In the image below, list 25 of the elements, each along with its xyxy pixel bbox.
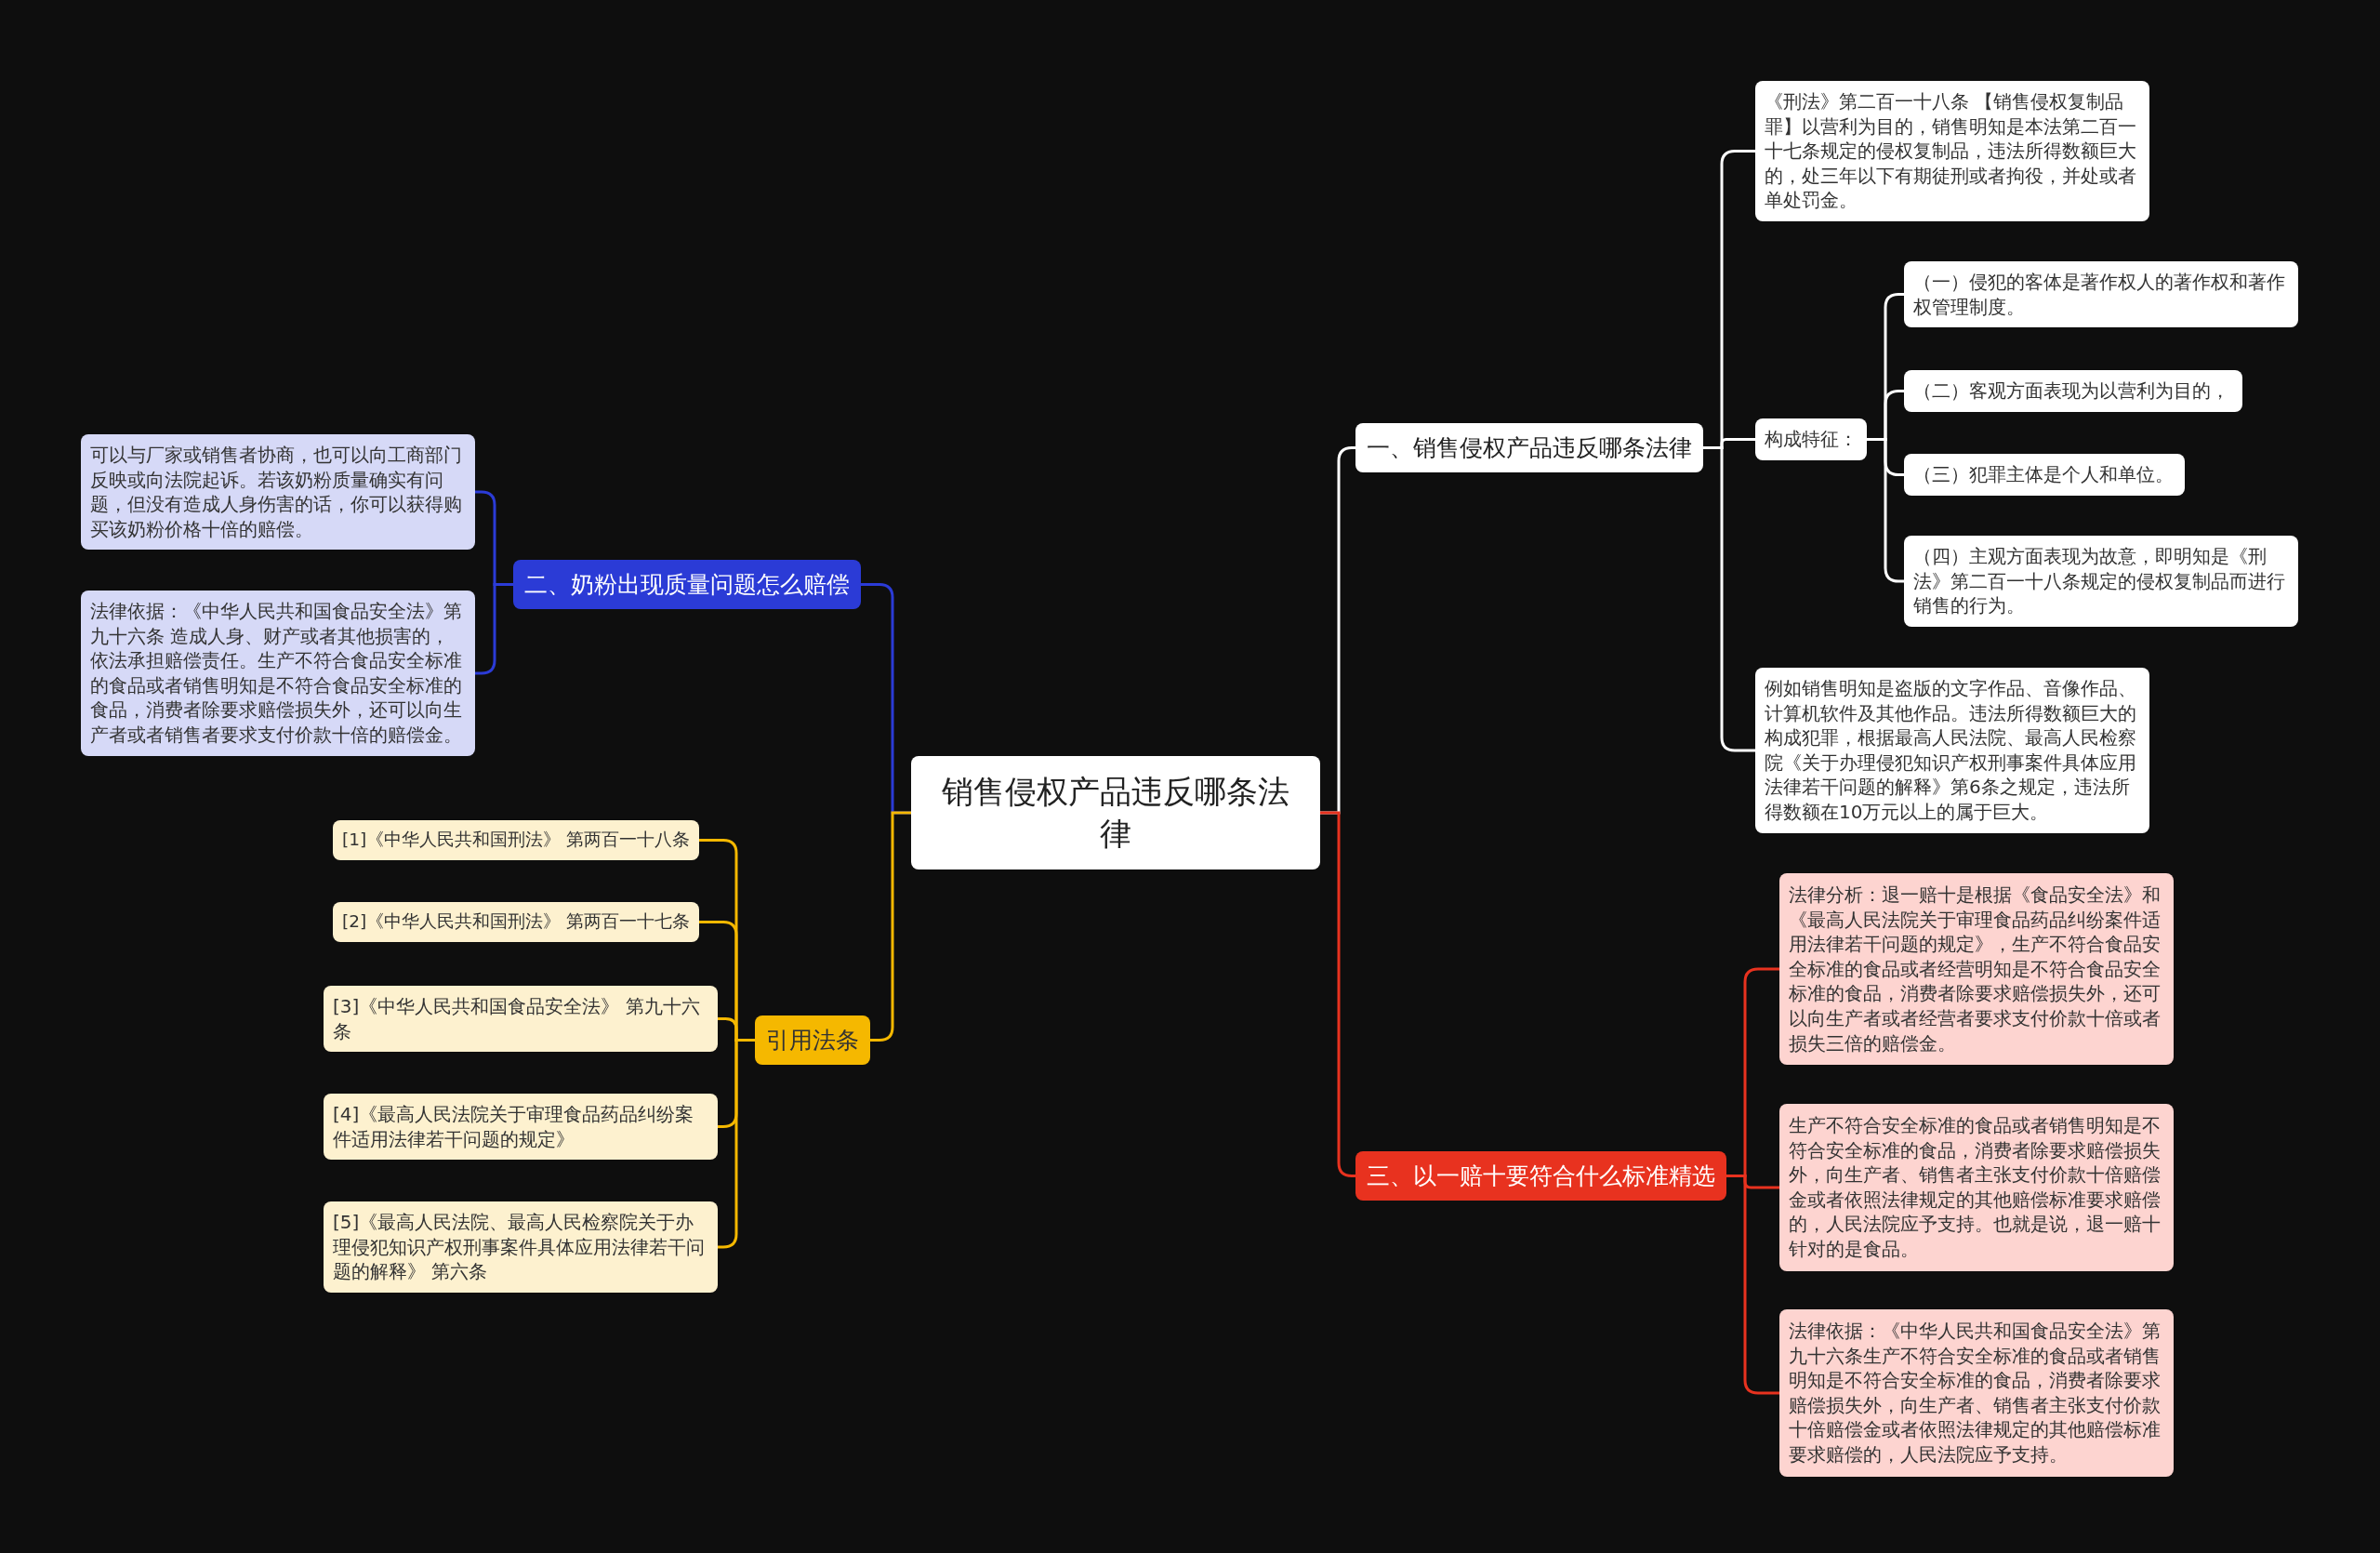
connector-line <box>1726 1175 1779 1395</box>
connector-line <box>1703 446 1755 752</box>
reference-box: [3]《中华人民共和国食品安全法》 第九十六条 <box>324 986 718 1053</box>
branch-topic-box: 二、奶粉出现质量问题怎么赔偿 <box>513 560 861 610</box>
note-box: 构成特征： <box>1755 418 1867 460</box>
central-topic-box: 销售侵权产品违反哪条法律 <box>911 756 1320 870</box>
note-box: （三）犯罪主体是个人和单位。 <box>1904 454 2185 496</box>
note-box: 法律依据：《中华人民共和国食品安全法》第九十六条 造成人身、财产或者其他损害的，依法承担赔偿责任。生产不符合食品安全标准的食品或者销售明知是不符合食品安全标准的食品，消费者除要求赔偿损失外，还可以向生产者或者销售者要求支付价款十倍的赔偿金。 <box>81 591 475 756</box>
note-box: 《刑法》第二百一十八条 【销售侵权复制品罪】以营利为目的，销售明知是本法第二百一十七条规定的侵权复制品，违法所得数额巨大的，处三年以下有期徒刑或者拘役，并处或者单处罚金。 <box>1755 81 2149 221</box>
reference-box: [2]《中华人民共和国刑法》 第两百一十七条 <box>333 902 700 942</box>
connector-line <box>870 811 911 1042</box>
note-box: （一）侵犯的客体是著作权人的著作权和著作权管理制度。 <box>1904 261 2298 328</box>
note-box: 法律分析：退一赔十是根据《食品安全法》和《最高人民法院关于审理食品药品纠纷案件适用法律若干问题的规定》，生产不符合食品安全标准的食品或者经营明知是不符合食品安全标准的食品，消费者除要求赔偿损失外，还可以向生产者或者经营者要求支付价款十倍或者损失三倍的赔偿金。 <box>1779 873 2174 1066</box>
reference-box: [4]《最高人民法院关于审理食品药品纠纷案件适用法律若干问题的规定》 <box>324 1094 718 1161</box>
note-box: 可以与厂家或销售者协商，也可以向工商部门反映或向法院起诉。若该奶粉质量确实有问题，但没有造成人身伤害的话，你可以获得购买该奶粉价格十倍的赔偿。 <box>81 434 475 551</box>
note-box: 生产不符合安全标准的食品或者销售明知是不符合安全标准的食品，消费者除要求赔偿损失外，向生产者、销售者主张支付价款十倍赔偿金或者依照法律规定的其他赔偿标准要求赔偿的，人民法院应予支持。也就是说，退一赔十针对的是食品。 <box>1779 1104 2174 1271</box>
branch-topic-box: 一、销售侵权产品违反哪条法律 <box>1355 423 1703 473</box>
reference-box: [1]《中华人民共和国刑法》 第两百一十八条 <box>333 820 700 860</box>
branch-topic-box: 引用法条 <box>755 1015 870 1066</box>
branch-topic-box: 三、以一赔十要符合什么标准精选 <box>1355 1151 1726 1201</box>
reference-box: [5]《最高人民法院、最高人民检察院关于办理侵犯知识产权刑事案件具体应用法律若干问题的解释》 第六条 <box>324 1201 718 1293</box>
note-box: （四）主观方面表现为故意，即明知是《刑法》第二百一十八条规定的侵权复制品而进行销售的行为。 <box>1904 536 2298 627</box>
note-box: 例如销售明知是盗版的文字作品、音像作品、计算机软件及其他作品。违法所得数额巨大的构成犯罪，根据最高人民法院、最高人民检察院《关于办理侵犯知识产权刑事案件具体应用法律若干问题的解释》第6条之规定，违法所得数额在10万元以上的属于巨大。 <box>1755 668 2149 833</box>
note-box: （二）客观方面表现为以营利为目的， <box>1904 370 2242 412</box>
note-box: 法律依据：《中华人民共和国食品安全法》第九十六条生产不符合安全标准的食品或者销售明知是不符合安全标准的食品，消费者除要求赔偿损失外，向生产者、销售者主张支付价款十倍赔偿金或者依照法律规定的其他赔偿标准要求赔偿的，人民法院应予支持。 <box>1779 1309 2174 1477</box>
